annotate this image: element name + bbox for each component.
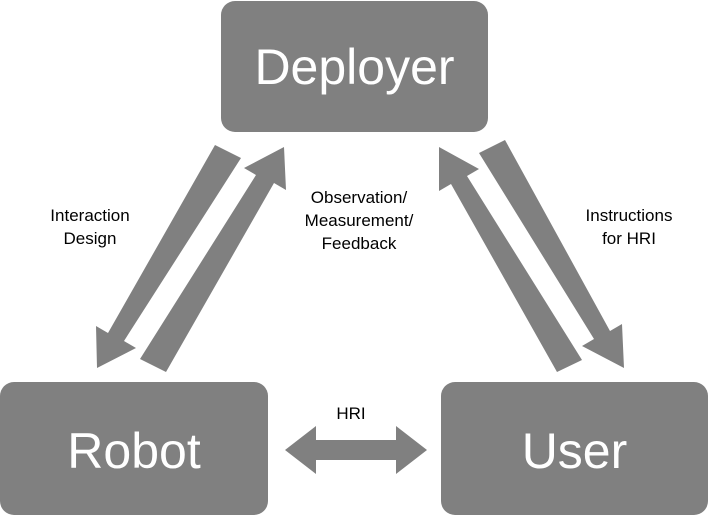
user-box: User bbox=[441, 382, 708, 515]
instructions-line-2: for HRI bbox=[602, 229, 656, 248]
robot-label: Robot bbox=[67, 422, 201, 479]
instructions-label: Instructions for HRI bbox=[559, 204, 699, 250]
hri-label: HRI bbox=[336, 404, 366, 423]
interaction-design-label: Interaction Design bbox=[30, 204, 150, 250]
observation-line-2: Measurement/ bbox=[304, 211, 414, 230]
observation-label: Observation/ Measurement/ Feedback bbox=[277, 186, 441, 255]
robot-box: Robot bbox=[0, 382, 268, 515]
observation-line-3: Feedback bbox=[321, 234, 397, 253]
arrow-user-to-deployer bbox=[439, 147, 582, 372]
deployer-box: Deployer bbox=[221, 1, 488, 132]
interaction-design-line-1: Interaction bbox=[50, 206, 130, 225]
observation-line-1: Observation/ bbox=[310, 188, 408, 207]
deployer-label: Deployer bbox=[254, 38, 455, 95]
arrow-deployer-to-user bbox=[479, 140, 624, 368]
instructions-line-1: Instructions bbox=[585, 206, 673, 225]
user-label: User bbox=[521, 422, 628, 479]
interaction-design-line-2: Design bbox=[63, 229, 117, 248]
arrow-robot-to-deployer bbox=[140, 147, 286, 372]
arrow-robot-user-bidirectional bbox=[285, 426, 427, 474]
arrow-deployer-to-robot bbox=[96, 145, 241, 368]
